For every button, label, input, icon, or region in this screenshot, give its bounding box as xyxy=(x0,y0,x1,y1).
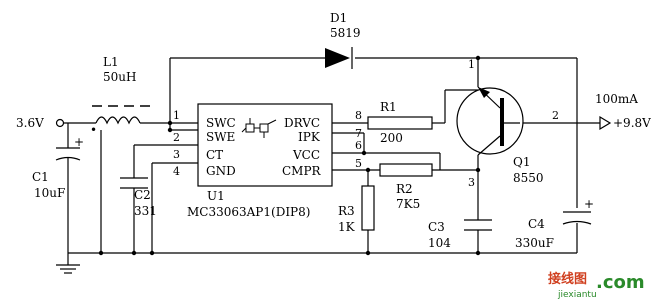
pin-label-drvc: DRVC xyxy=(284,116,320,130)
diode-d1: D1 5819 xyxy=(325,11,361,69)
output-voltage-label: +9.8V xyxy=(613,116,651,130)
d1-ref: D1 xyxy=(330,11,347,25)
c1-plus: + xyxy=(74,135,84,149)
u1-value: MC33063AP1(DIP8) xyxy=(187,205,310,219)
resistor-r2: R2 7K5 xyxy=(379,163,433,211)
pin-label-cmpr: CMPR xyxy=(282,164,322,178)
input-terminal: 3.6V xyxy=(16,116,65,130)
r3-value: 1K xyxy=(338,220,356,234)
inductor-l1: L1 50uH • xyxy=(90,55,150,137)
l1-dot: • xyxy=(90,123,97,137)
watermark-com: .com xyxy=(596,272,645,293)
pin-num-4: 4 xyxy=(173,165,180,178)
pin-label-vcc: VCC xyxy=(292,148,320,162)
r2-value: 7K5 xyxy=(396,197,420,211)
q1-pin-2: 2 xyxy=(552,109,559,122)
ground-icon xyxy=(56,264,80,274)
input-voltage-label: 3.6V xyxy=(16,116,44,130)
c1-value: 10uF xyxy=(34,186,65,200)
r3-ref: R3 xyxy=(338,204,355,218)
wires xyxy=(63,57,600,265)
r2-ref: R2 xyxy=(396,182,413,196)
r1-value: 200 xyxy=(380,131,403,145)
watermark: 接线图 .com jiexiantu xyxy=(548,271,645,300)
q1-pin-1: 1 xyxy=(468,58,475,71)
output-current-label: 100mA xyxy=(595,92,638,106)
pin-num-3: 3 xyxy=(173,148,180,161)
c4-ref: C4 xyxy=(528,217,545,231)
capacitor-c4: + C4 330uF xyxy=(515,197,594,250)
c3-value: 104 xyxy=(428,236,451,250)
c3-ref: C3 xyxy=(428,220,445,234)
watermark-site: jiexiantu xyxy=(557,290,597,300)
u1-ref: U1 xyxy=(207,189,225,203)
d1-value: 5819 xyxy=(330,26,361,40)
pin-label-gnd: GND xyxy=(206,164,236,178)
pin-num-7: 7 xyxy=(355,127,362,140)
pin-label-ct: CT xyxy=(206,148,223,162)
junction-dots xyxy=(98,55,481,256)
r1-ref: R1 xyxy=(380,100,397,114)
l1-value: 50uH xyxy=(103,70,136,84)
ic-pin-numbers: 1 2 3 4 8 7 6 5 xyxy=(173,109,362,178)
pin-num-1: 1 xyxy=(173,109,180,122)
capacitor-c2: C2 331 xyxy=(120,177,157,218)
resistor-r3: R3 1K xyxy=(338,185,375,234)
internal-transistor-icon xyxy=(241,118,277,138)
capacitor-c1: + C1 10uF xyxy=(32,135,84,200)
pin-label-swc: SWC xyxy=(206,116,236,130)
pin-label-ipk: IPK xyxy=(298,130,321,144)
q1-pin-3: 3 xyxy=(468,176,475,189)
pin-num-5: 5 xyxy=(355,157,362,170)
resistor-r1: R1 200 xyxy=(367,100,433,145)
capacitor-c3: C3 104 xyxy=(428,219,492,250)
c2-value: 331 xyxy=(134,204,157,218)
pin-num-8: 8 xyxy=(355,109,362,122)
c4-plus: + xyxy=(584,197,594,211)
q1-ref: Q1 xyxy=(513,155,530,169)
transistor-q1: 1 2 3 Q1 8550 xyxy=(456,58,559,189)
c4-value: 330uF xyxy=(515,236,554,250)
l1-ref: L1 xyxy=(103,55,119,69)
output-terminal: 100mA +9.8V xyxy=(595,92,651,131)
pin-num-2: 2 xyxy=(173,131,180,144)
ic-u1: SWC SWE CT GND DRVC IPK VCC CMPR U1 MC33… xyxy=(187,103,333,219)
c2-ref: C2 xyxy=(134,188,151,202)
c1-ref: C1 xyxy=(32,170,49,184)
q1-value: 8550 xyxy=(513,171,544,185)
watermark-cn: 接线图 xyxy=(548,271,587,287)
pin-label-swe: SWE xyxy=(206,130,235,144)
pin-num-6: 6 xyxy=(355,139,362,152)
